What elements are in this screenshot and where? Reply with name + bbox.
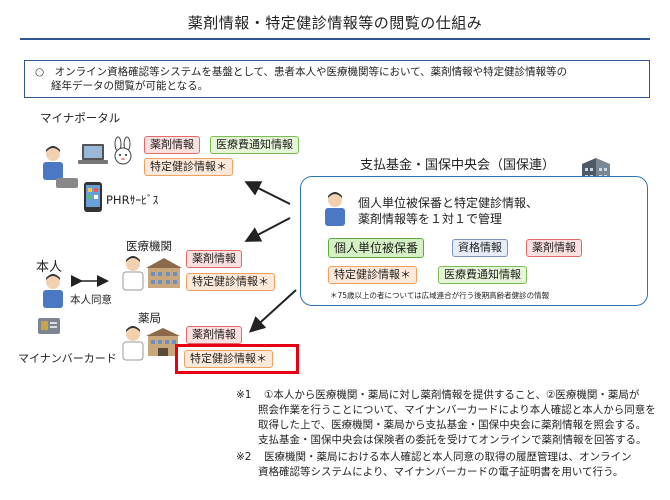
kikin-person-icon [325,192,345,226]
laptop-icon [78,144,108,164]
kikin-desc-line-1: 個人単位被保番と特定健診情報、 [358,196,539,210]
arrow-to-mynaportal [244,181,291,205]
id-card-icon [38,318,60,334]
kikin-tag-medical-fee: 医療費通知情報 [438,266,527,284]
yakkyoku-tag-drug: 薬剤情報 [186,326,242,344]
mynaportal-label: マイナポータル [40,111,121,125]
note-1-line-2: 照会作業を行うことについて、マイナンバーカードにより本人確認と本人から同意を [258,404,656,416]
person-icon [43,146,63,180]
smartphone-icon [84,182,102,212]
honnin-person-icon [43,274,63,308]
yakkyoku-tag-checkup: 特定健診情報＊ [184,350,273,368]
mynaportal-tag-drug: 薬剤情報 [144,136,200,154]
note-1-line-3: 取得した上で、医療機関・薬局から支払基金・国保中央会に薬剤情報を照会する。 [258,419,647,431]
hospital-icon [146,258,182,288]
consent-label: 本人同意 [70,294,112,306]
kikin-footnote: ＊75歳以上の者については広域連合が行う後期高齢者健診の情報 [330,291,550,300]
note-2-line-2: 資格確認等システムにより、マイナンバーカードの電子証明書を用いて行う。 [258,466,624,478]
mascot-icon [114,136,132,165]
kikin-tag-checkup: 特定健診情報＊ [328,266,417,284]
note-1-line-4: 支払基金・国保中央会は保険者の委託を受けてオンラインで薬剤情報を回答する。 [258,434,647,446]
highlight-frame [175,344,299,374]
iryokikan-tag-drug: 薬剤情報 [186,250,242,268]
yakkyoku-label: 薬局 [138,311,161,325]
note-1-mark: ※1 [236,389,252,401]
phr-service-label: PHRｻｰﾋﾞｽ [106,193,159,207]
title-divider [20,38,650,40]
kikin-tag-drug: 薬剤情報 [526,239,582,257]
iryokikan-label: 医療機関 [126,239,172,253]
arrow-to-iryokikan [244,217,291,242]
kikin-desc-line-2: 薬剤情報等を１対１で管理 [358,212,503,226]
card-label: マイナンバーカード [18,352,117,365]
mynaportal-tag-medical-fee: 医療費通知情報 [210,136,299,154]
page-title: 薬剤情報・特定健診情報等の閲覧の仕組み [187,14,483,32]
summary-line-1: ○ オンライン資格確認等システムを基盤として、患者本人や医療機関等において、薬剤… [35,66,568,78]
device-icon [56,178,78,188]
mynaportal-tag-checkup: 特定健診情報＊ [144,158,233,176]
iryokikan-tag-checkup: 特定健診情報＊ [186,273,275,291]
kikin-tag-qualification: 資格情報 [452,239,508,257]
honnin-label: 本人 [36,260,63,275]
summary-line-2: 経年データの閲覧が可能となる。 [51,80,209,92]
iryokikan-person-icon [122,256,144,291]
note-1-line-1: ①本人から医療機関・薬局に対し薬剤情報を提供すること、②医療機関・薬局が [264,389,640,401]
note-2-mark: ※2 [236,451,252,463]
kikin-label: 支払基金・国保中央会（国保連） [360,158,556,173]
yakkyoku-person-icon [122,326,144,361]
summary-box: ○ オンライン資格確認等システムを基盤として、患者本人や医療機関等において、薬剤… [24,60,650,98]
note-2-line-1: 医療機関・薬局における本人確認と本人同意の取得の履歴管理は、オンライン [264,451,632,463]
pharmacy-icon [146,328,180,356]
arrow-to-yakkyoku [249,289,297,333]
kikin-tag-personal-number: 個人単位被保番 [328,238,425,258]
